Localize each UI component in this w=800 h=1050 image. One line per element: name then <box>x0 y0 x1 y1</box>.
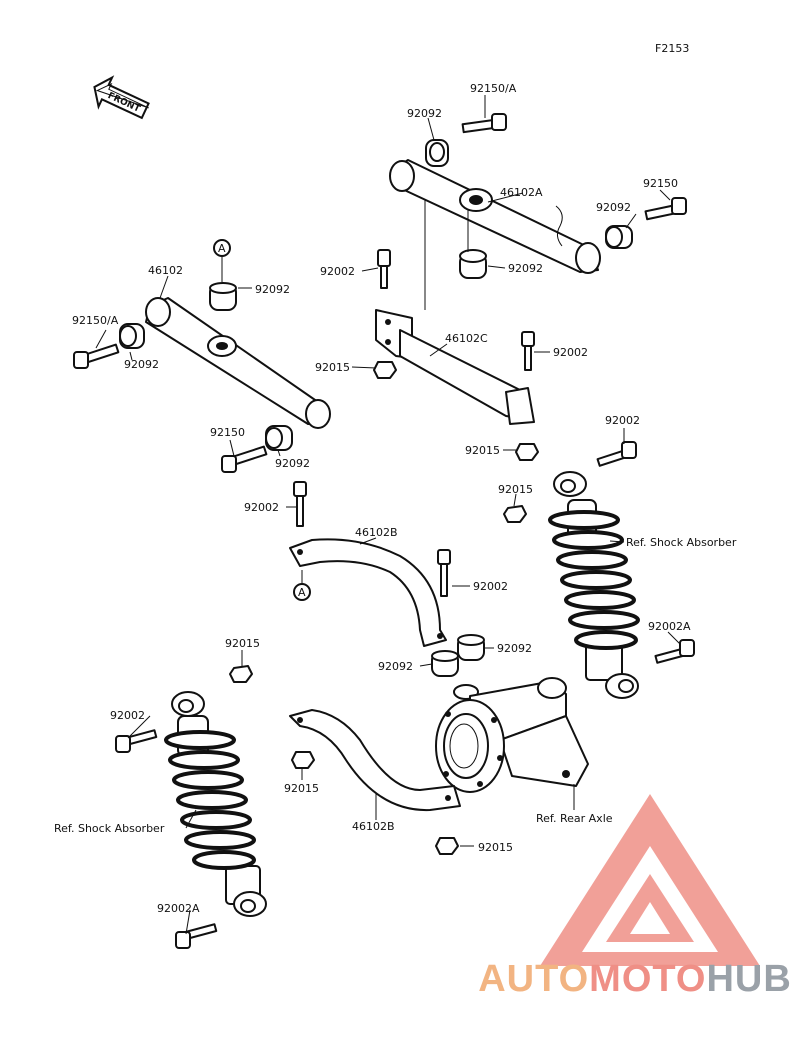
link-arm-46102A <box>389 159 601 274</box>
bolt-92002-left-shock-icon <box>115 729 158 753</box>
bushing-92092-under-46102A <box>459 249 487 279</box>
part-label: 92092 <box>275 457 310 470</box>
nut-92015-lower-rod-icon <box>291 751 315 769</box>
bolt-92002-center-icon <box>437 549 451 597</box>
part-label: 92092 <box>497 642 532 655</box>
part-label: 92002 <box>244 501 279 514</box>
watermark-auto: AUTO <box>478 958 590 1000</box>
ref-label-shock-left: Ref. Shock Absorber <box>54 822 165 835</box>
bushing-92092-right <box>605 225 633 249</box>
part-label: 92015 <box>498 483 533 496</box>
rod-46102B-upper <box>289 538 447 647</box>
part-label: 92150 <box>210 426 245 439</box>
bushing-92092-mid <box>265 425 293 451</box>
part-label: 92002A <box>157 902 200 915</box>
rear-axle-housing <box>435 677 589 793</box>
reference-marker-A-bottom-label: A <box>298 586 306 599</box>
bolt-92002A-left-shock-icon <box>175 923 218 949</box>
bolt-92002A-right-shock-icon <box>654 639 695 664</box>
part-label: 92092 <box>378 660 413 673</box>
part-label: 92092 <box>124 358 159 371</box>
ref-label-shock-right: Ref. Shock Absorber <box>626 536 737 549</box>
spring-right <box>548 510 640 650</box>
bolt-92002-bracket-right-icon <box>521 331 535 371</box>
part-label: 92002 <box>473 580 508 593</box>
part-label: 92150 <box>643 177 678 190</box>
part-label: 92015 <box>284 782 319 795</box>
part-label: 92002 <box>110 709 145 722</box>
watermark-triangle-icon <box>540 794 760 966</box>
part-label: 92092 <box>596 201 631 214</box>
ref-label-rear-axle: Ref. Rear Axle <box>536 812 613 825</box>
bracket-46102C <box>375 309 535 425</box>
part-label: 46102B <box>355 526 398 539</box>
part-label: 92092 <box>255 283 290 296</box>
part-label: 92092 <box>508 262 543 275</box>
bolt-92150-mid-icon <box>221 445 268 473</box>
part-label: 92092 <box>407 107 442 120</box>
front-arrow-icon: FRONT <box>93 75 150 120</box>
part-label: 92015 <box>465 444 500 457</box>
link-arm-46102 <box>145 297 331 429</box>
bolt-92150A-top-icon <box>461 113 507 134</box>
nut-92015-left-shock-top-icon <box>229 665 253 683</box>
bolt-92002-right-shock-icon <box>596 441 637 467</box>
part-label: 46102B <box>352 820 395 833</box>
reference-marker-A-top-label: A <box>218 242 226 255</box>
part-label: 46102 <box>148 264 183 277</box>
part-label: 92150/A <box>470 82 517 95</box>
rod-46102B-lower <box>289 709 461 812</box>
watermark-hub: HUB <box>706 958 792 1000</box>
part-labels: 92150/A 92092 46102A 92150 92092 92002 9… <box>72 82 691 915</box>
spring-left <box>164 730 256 870</box>
leader-lines <box>95 95 681 935</box>
bushing-92092-left <box>119 323 145 349</box>
part-label: 92002 <box>605 414 640 427</box>
shock-absorber-right <box>548 471 640 699</box>
bolt-92002-rod-icon <box>293 481 307 527</box>
bushing-92092-center-left <box>431 650 459 677</box>
part-label: 92015 <box>315 361 350 374</box>
watermark-logo: AUTOMOTOHUB <box>470 790 800 1046</box>
bushing-92092-top <box>425 139 449 167</box>
bolt-92150A-left-icon <box>73 343 120 369</box>
watermark-moto: MOTO <box>589 958 707 1000</box>
part-label: 92002 <box>553 346 588 359</box>
part-label: 92002A <box>648 620 691 633</box>
part-label: 92015 <box>225 637 260 650</box>
bolt-92002-upper-icon <box>377 249 391 289</box>
bolt-92150-right-icon <box>644 197 687 221</box>
bushing-92092-left-top <box>209 282 237 311</box>
part-label: 46102C <box>445 332 488 345</box>
nut-92015-right-shock-icon <box>503 505 527 523</box>
nut-92015-bracket-right-icon <box>515 443 539 461</box>
figure-code: F2153 <box>655 42 689 55</box>
part-label: 92150/A <box>72 314 119 327</box>
part-label: 92015 <box>478 841 513 854</box>
watermark-text: AUTOMOTOHUB <box>470 958 800 1001</box>
shock-absorber-left <box>164 691 267 917</box>
nut-92015-axle-icon <box>435 837 459 855</box>
part-label: 46102A <box>500 186 543 199</box>
nut-92015-bracket-icon <box>373 361 397 379</box>
part-label: 92002 <box>320 265 355 278</box>
bushing-92092-center-right <box>457 634 485 661</box>
